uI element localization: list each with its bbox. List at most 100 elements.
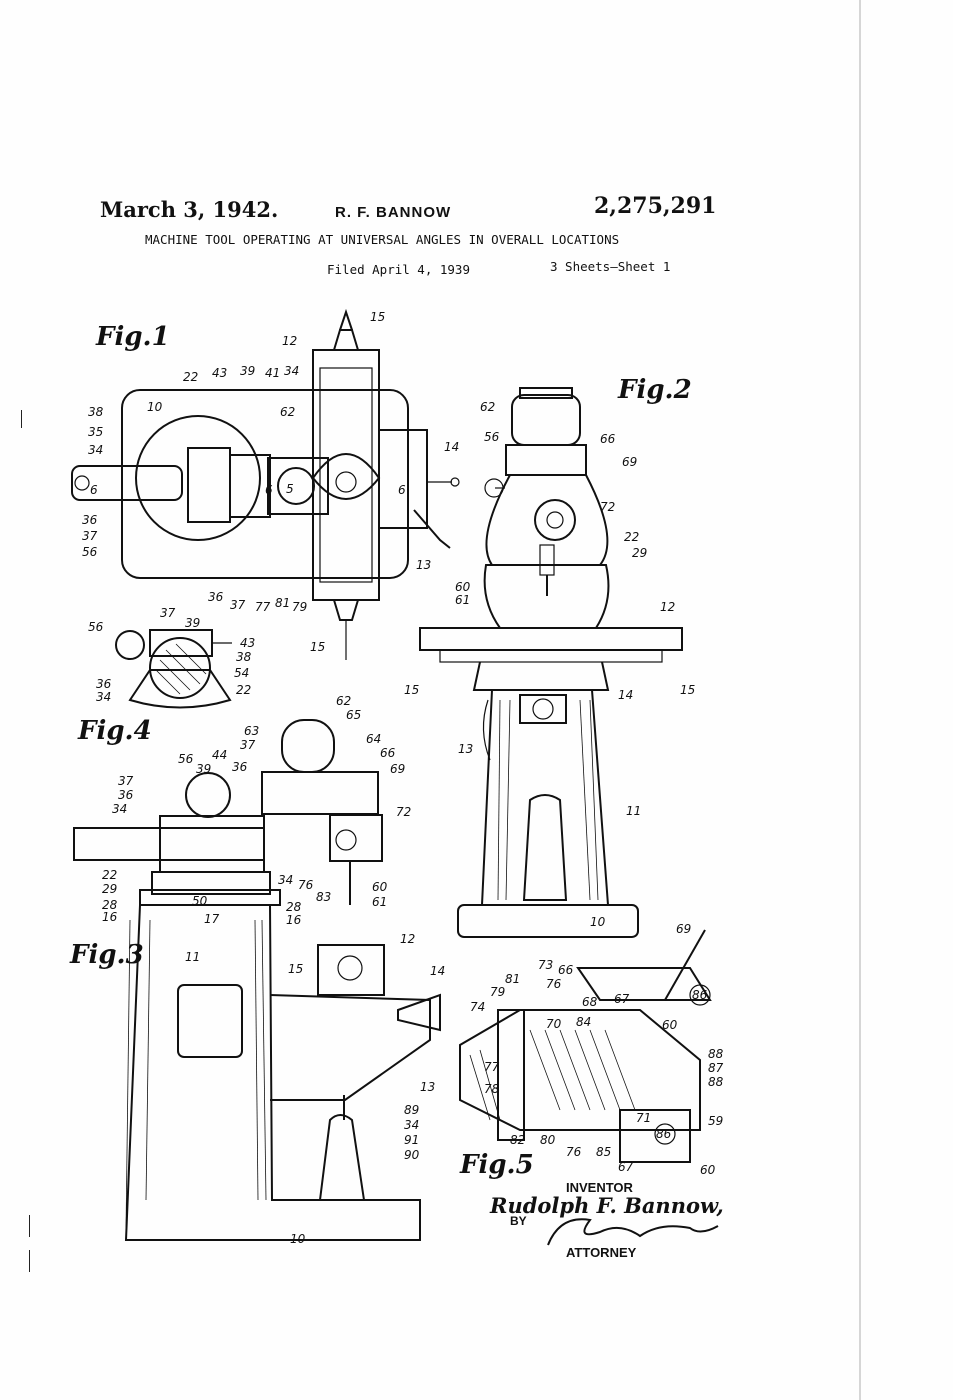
reference-numeral: 79: [490, 985, 506, 999]
sheet-count: 3 Sheets—Sheet 1: [550, 259, 671, 274]
reference-numeral: 10: [147, 400, 163, 414]
reference-numeral: 61: [372, 895, 388, 909]
reference-numeral: 56: [484, 430, 500, 444]
reference-numeral: 37: [230, 598, 246, 612]
fig5-drawing: [459, 929, 712, 1163]
by-label: BY: [510, 1214, 527, 1228]
attorney-signature: [547, 1218, 719, 1246]
margin-mark: [29, 1215, 30, 1237]
reference-numeral: 78: [484, 1082, 500, 1096]
reference-numeral: 43: [240, 636, 256, 650]
reference-numeral: 39: [196, 762, 212, 776]
reference-numeral: 34: [278, 873, 294, 887]
reference-numeral: 11: [185, 950, 201, 964]
reference-numeral: 37: [240, 738, 256, 752]
reference-numeral: 61: [455, 593, 471, 607]
reference-numeral: 60: [372, 880, 388, 894]
reference-numeral: 12: [400, 932, 416, 946]
reference-numeral: 22: [236, 683, 252, 697]
attorney-label: ATTORNEY: [566, 1245, 637, 1260]
reference-numeral: 37: [82, 529, 98, 543]
reference-numeral: 77: [255, 600, 271, 614]
reference-numeral: 89: [404, 1103, 420, 1117]
reference-numeral: 56: [82, 545, 98, 559]
reference-numeral: 15: [680, 683, 696, 697]
reference-numeral: 87: [708, 1061, 724, 1075]
reference-numeral: 28: [286, 900, 302, 914]
reference-numeral: 76: [566, 1145, 582, 1159]
reference-numeral: 6: [398, 483, 406, 497]
margin-mark: [21, 410, 22, 428]
reference-numeral: 38: [236, 650, 252, 664]
reference-numeral: 37: [118, 774, 134, 788]
margin-mark: [29, 1250, 30, 1272]
reference-numeral: 80: [540, 1133, 556, 1147]
reference-numeral: 22: [624, 530, 640, 544]
reference-numeral: 11: [626, 804, 642, 818]
reference-numeral: 36: [96, 677, 112, 691]
reference-numeral: 50: [192, 894, 208, 908]
reference-numeral: 62: [336, 694, 352, 708]
fig3-label: Fig.3: [70, 940, 144, 970]
reference-numeral: 12: [660, 600, 676, 614]
reference-numeral: 70: [546, 1017, 562, 1031]
reference-numeral: 67: [618, 1160, 634, 1174]
reference-numeral: 69: [622, 455, 638, 469]
reference-numeral: 65: [346, 708, 362, 722]
fig4-drawing: [115, 629, 232, 709]
reference-numeral: 6: [90, 483, 98, 497]
reference-numeral: 64: [366, 732, 382, 746]
reference-numeral: 41: [265, 366, 281, 380]
patent-date: March 3, 1942.: [100, 197, 279, 222]
reference-numeral: 36: [82, 513, 98, 527]
reference-numeral: 15: [310, 640, 326, 654]
reference-numeral: 85: [596, 1145, 612, 1159]
reference-numeral: 34: [404, 1118, 420, 1132]
reference-numeral: 36: [118, 788, 134, 802]
reference-numeral: 73: [538, 958, 554, 972]
reference-numeral: 16: [286, 913, 302, 927]
fig4-label: Fig.4: [78, 716, 152, 746]
reference-numeral: 72: [396, 805, 412, 819]
fig1-drawing: [71, 308, 460, 660]
reference-numeral: 29: [632, 546, 648, 560]
reference-numeral: 36: [232, 760, 248, 774]
reference-numeral: 63: [244, 724, 260, 738]
reference-numeral: 15: [404, 683, 420, 697]
reference-numeral: 68: [582, 995, 598, 1009]
reference-numeral: 37: [160, 606, 176, 620]
reference-numeral: 71: [636, 1111, 652, 1125]
filed-date: Filed April 4, 1939: [327, 262, 470, 277]
reference-numeral: 13: [420, 1080, 436, 1094]
reference-numeral: 60: [455, 580, 471, 594]
reference-numeral: 72: [600, 500, 616, 514]
fig2-label: Fig.2: [618, 375, 692, 405]
reference-numeral: 39: [185, 616, 201, 630]
reference-numeral: 76: [298, 878, 314, 892]
reference-numeral: 29: [102, 882, 118, 896]
reference-numeral: 36: [208, 590, 224, 604]
reference-numeral: 6: [265, 483, 273, 497]
reference-numeral: 10: [590, 915, 606, 929]
page-edge-divider: [859, 0, 861, 1400]
reference-numeral: 82: [510, 1133, 526, 1147]
fig1-label: Fig.1: [96, 322, 170, 352]
reference-numeral: 66: [380, 746, 396, 760]
reference-numeral: 38: [88, 405, 104, 419]
inventor-header: R. F. BANNOW: [335, 204, 452, 221]
patent-title: MACHINE TOOL OPERATING AT UNIVERSAL ANGL…: [145, 232, 620, 247]
reference-numeral: 56: [178, 752, 194, 766]
reference-numeral: 59: [708, 1114, 724, 1128]
reference-numeral: 54: [234, 666, 250, 680]
reference-numeral: 88: [708, 1075, 724, 1089]
reference-numeral: 43: [212, 366, 228, 380]
fig2-drawing: [419, 387, 683, 938]
reference-numeral: 12: [282, 334, 298, 348]
reference-numeral: 39: [240, 364, 256, 378]
reference-numeral: 5: [286, 482, 294, 496]
reference-numeral: 66: [558, 963, 574, 977]
reference-numeral: 22: [102, 868, 118, 882]
reference-numeral: 81: [505, 972, 521, 986]
reference-numeral: 34: [112, 802, 128, 816]
